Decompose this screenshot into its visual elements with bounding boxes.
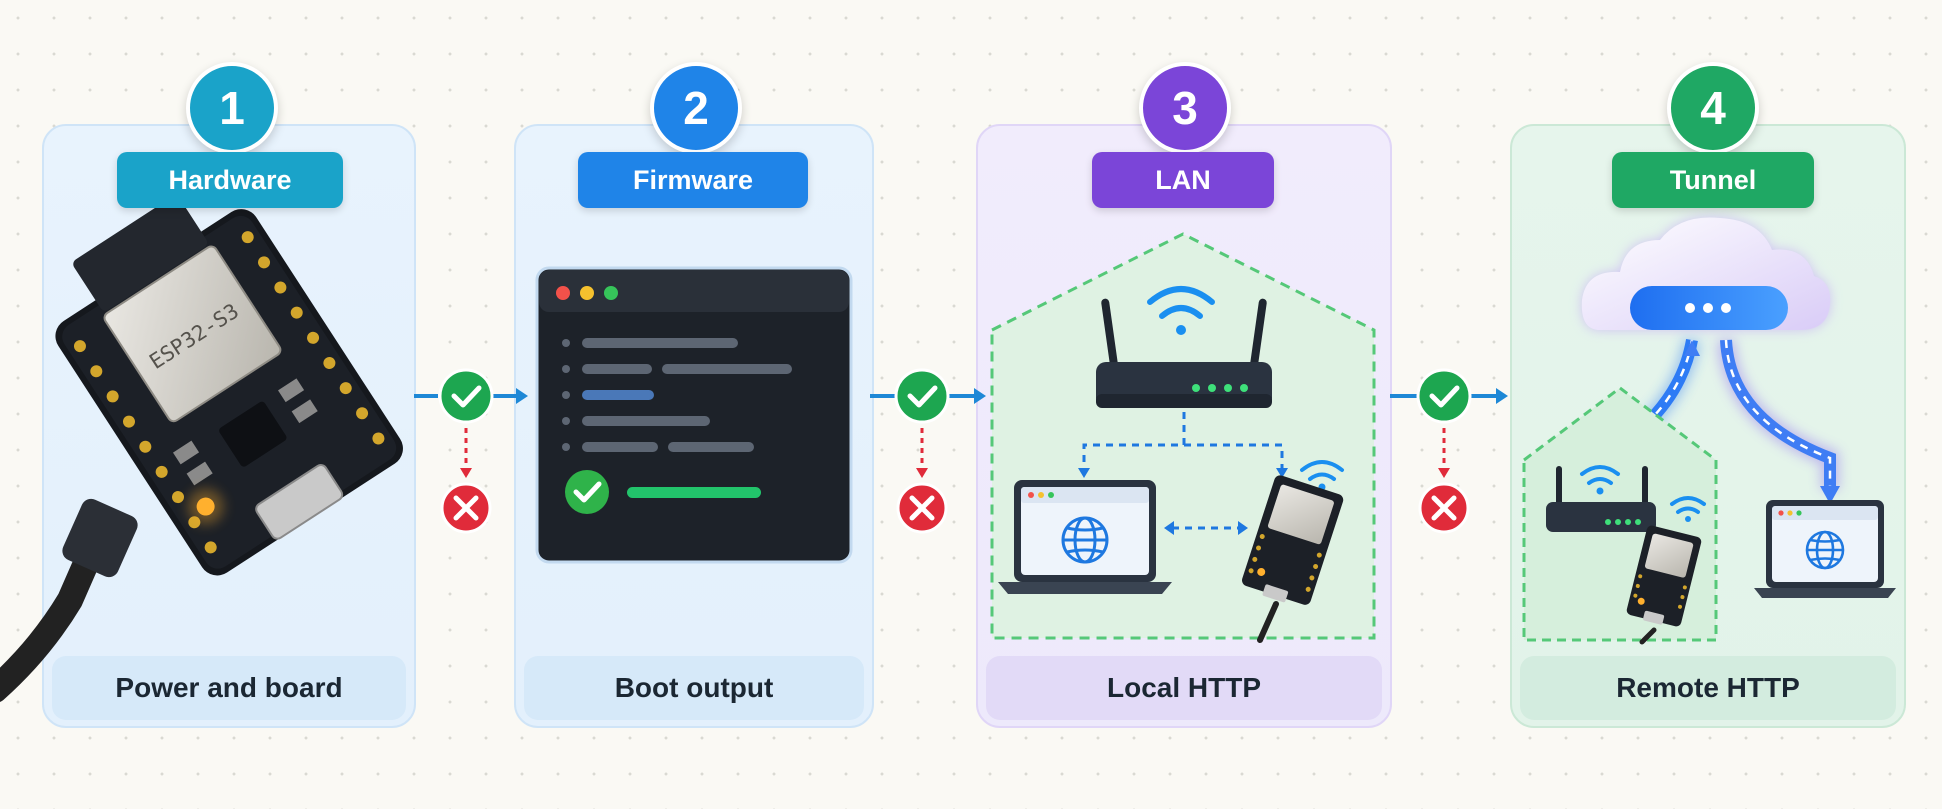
esp32-board-icon — [1242, 475, 1344, 605]
globe-icon — [1061, 516, 1109, 564]
check-icon — [894, 368, 950, 424]
esp32-board-icon: ESP32-S3 — [0, 196, 403, 702]
cloud-icon — [1581, 217, 1831, 330]
x-icon — [440, 482, 492, 534]
router-icon — [1546, 466, 1656, 532]
connector-2-3 — [870, 388, 986, 478]
x-icon — [1418, 482, 1470, 534]
check-icon — [438, 368, 494, 424]
step-title-lan: LAN — [1092, 152, 1274, 208]
router-icon — [1096, 298, 1272, 408]
usb-cable-icon — [1639, 627, 1657, 645]
step-caption-boot-output: Boot output — [524, 656, 864, 720]
step-caption-remote-http: Remote HTTP — [1520, 656, 1896, 720]
x-icon — [896, 482, 948, 534]
terminal-window-icon — [535, 266, 853, 564]
laptop-icon — [998, 480, 1172, 594]
step-caption-local-http: Local HTTP — [986, 656, 1382, 720]
step-title-tunnel: Tunnel — [1612, 152, 1814, 208]
wifi-icon — [1670, 496, 1706, 522]
laptop-icon — [1754, 500, 1896, 598]
esp32-board-icon — [1626, 525, 1702, 627]
step-number-3: 3 — [1139, 62, 1231, 154]
step-caption-power-and-board: Power and board — [52, 656, 406, 720]
connector-1-2 — [414, 388, 528, 478]
check-icon — [1416, 368, 1472, 424]
usb-cable-icon — [1257, 601, 1279, 643]
step-number-2: 2 — [650, 62, 742, 154]
connector-3-4 — [1390, 388, 1508, 478]
lan-links — [1082, 412, 1284, 530]
step-number-1: 1 — [186, 62, 278, 154]
wifi-icon — [1147, 286, 1215, 335]
step-title-firmware: Firmware — [578, 152, 808, 208]
wifi-icon — [1580, 465, 1620, 495]
globe-icon — [1805, 530, 1845, 570]
step-title-hardware: Hardware — [117, 152, 343, 208]
step-number-4: 4 — [1667, 62, 1759, 154]
